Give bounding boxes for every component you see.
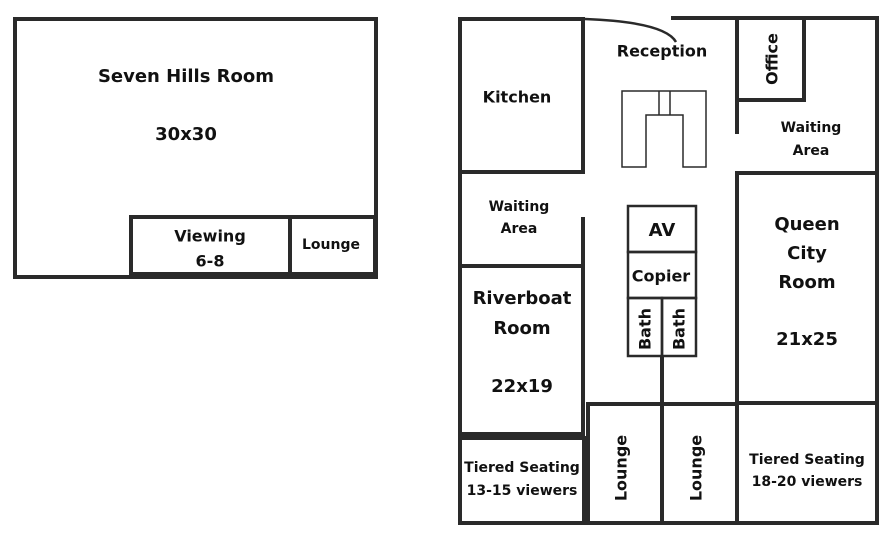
- kitchen-walls: [458, 17, 585, 174]
- bath-1-label: Bath: [636, 308, 655, 350]
- seven-hills-room: [13, 17, 378, 279]
- riverboat-size: 22x19: [491, 376, 553, 397]
- reception-label: Reception: [617, 42, 707, 61]
- bath-2: [660, 296, 698, 358]
- viewing-label: Viewing: [174, 227, 246, 246]
- copier-label: Copier: [632, 267, 691, 286]
- seven-hills-size: 30x30: [155, 124, 217, 145]
- main-building: [458, 16, 879, 525]
- tiered-seating-left: [458, 436, 586, 525]
- riverboat-label-2: Room: [493, 318, 550, 339]
- lounge-1-label: Lounge: [612, 435, 631, 501]
- lounge-walls: [586, 355, 738, 525]
- tiered-left-label-2: 13-15 viewers: [467, 483, 578, 499]
- tiered-right-label-1: Tiered Seating: [749, 452, 865, 468]
- entry-door: [584, 17, 678, 43]
- reception-desk: [621, 90, 707, 168]
- lounge-label: Lounge: [302, 237, 360, 253]
- queen-city-label-1: Queen: [774, 214, 839, 235]
- tiered-right-label-2: 18-20 viewers: [752, 474, 863, 490]
- queen-city-label-3: Room: [778, 272, 835, 293]
- riverboat-room: [458, 264, 585, 436]
- bath-2-label: Bath: [670, 308, 689, 350]
- waiting-left-label-2: Area: [501, 221, 538, 237]
- tiered-left-label-1: Tiered Seating: [464, 460, 580, 476]
- queen-city-walls: [735, 171, 879, 525]
- office-walls: [735, 16, 806, 134]
- queen-city-size: 21x25: [776, 329, 838, 350]
- viewing-capacity: 6-8: [196, 252, 225, 271]
- waiting-right-label-2: Area: [793, 143, 830, 159]
- lounge-room: [288, 215, 377, 276]
- office-label: Office: [763, 33, 782, 85]
- lounge-2-label: Lounge: [687, 435, 706, 501]
- seven-hills-label: Seven Hills Room: [98, 66, 274, 87]
- kitchen-label: Kitchen: [483, 88, 552, 107]
- waiting-left-label-1: Waiting: [489, 199, 550, 215]
- queen-city-label-2: City: [787, 243, 827, 264]
- riverboat-label-1: Riverboat: [473, 288, 572, 309]
- seven-hills-building: Seven Hills Room 30x30 Viewing 6-8 Loung…: [13, 17, 378, 279]
- av-label: AV: [649, 220, 676, 241]
- waiting-right-label-1: Waiting: [781, 120, 842, 136]
